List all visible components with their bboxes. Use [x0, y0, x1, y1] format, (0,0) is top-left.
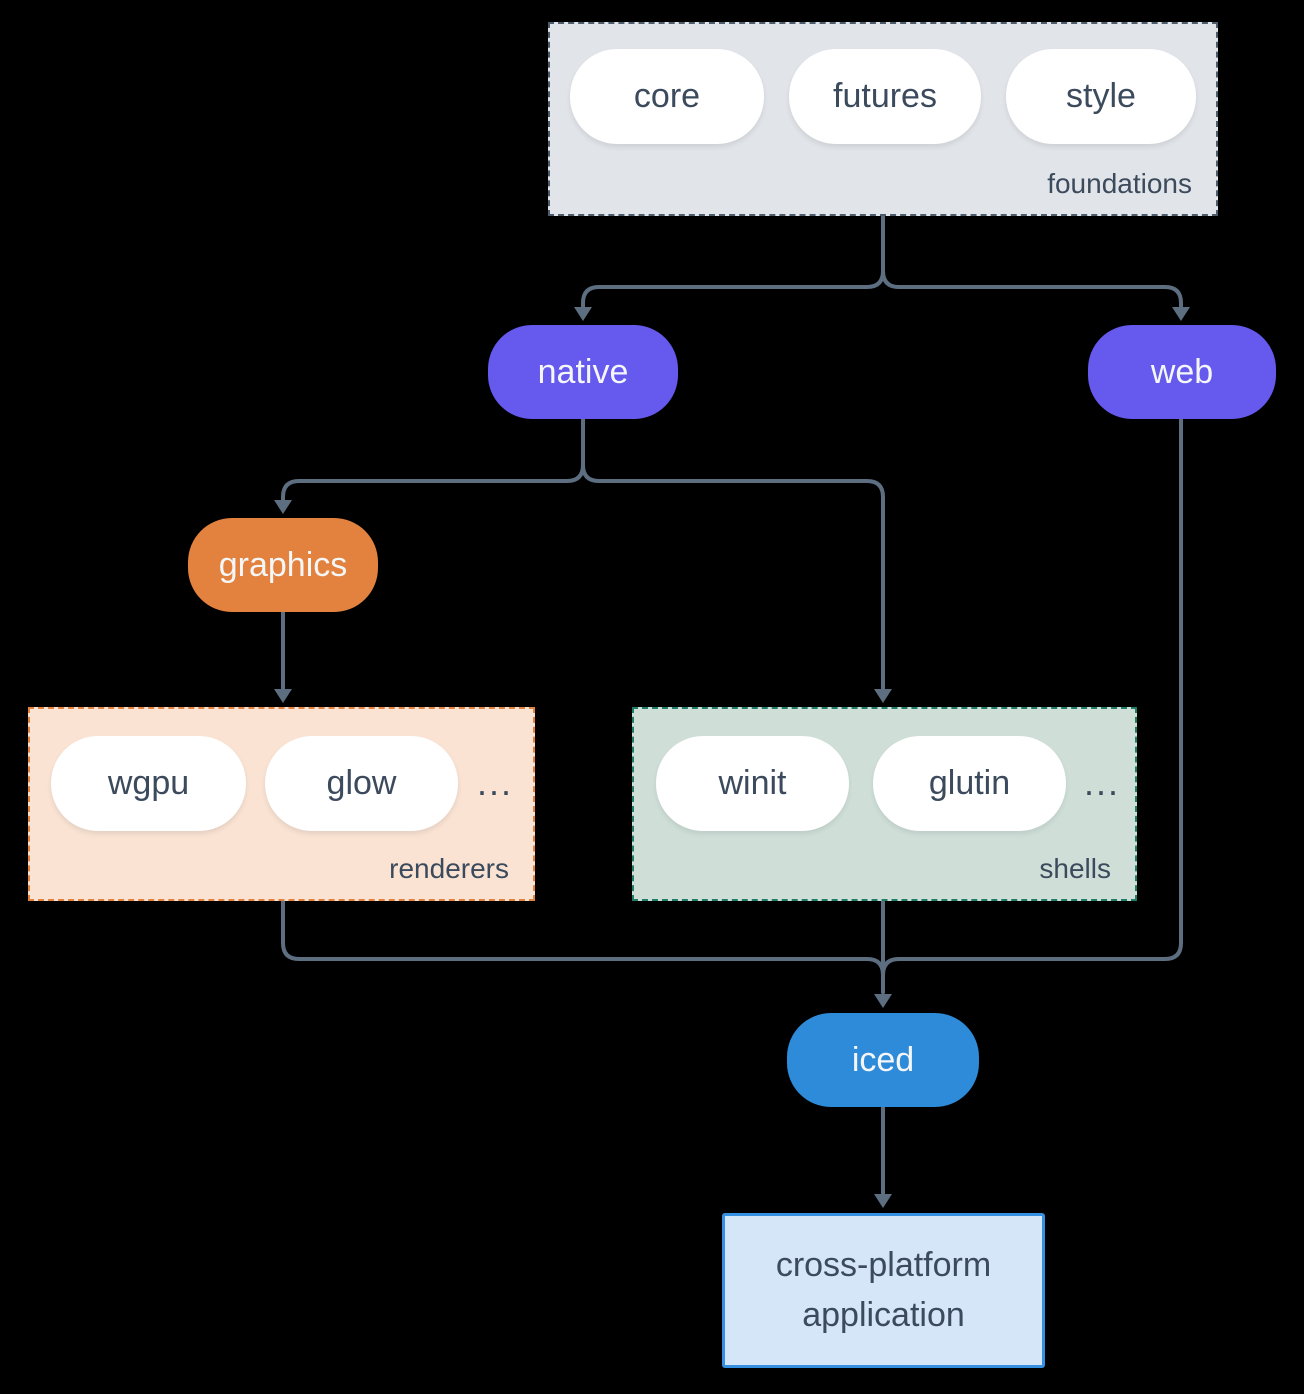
node-glutin: glutin	[873, 736, 1066, 831]
node-futures: futures	[789, 49, 981, 144]
node-web-label: web	[1150, 352, 1214, 391]
arrowhead-iced	[874, 994, 892, 1008]
node-graphics-label: graphics	[218, 545, 348, 584]
node-iced-label: iced	[851, 1040, 915, 1079]
node-wgpu: wgpu	[51, 736, 246, 831]
renderers-ellipsis: ...	[477, 762, 514, 803]
node-glow-label: glow	[326, 764, 397, 802]
edge-renderers-iced	[281, 899, 885, 994]
node-core: core	[570, 49, 764, 144]
group-foundations: core futures style foundations	[548, 22, 1218, 216]
edge-foundations-web	[881, 215, 1183, 309]
arrowhead-web	[1172, 307, 1190, 321]
node-style: style	[1006, 49, 1196, 144]
node-style-label: style	[1066, 77, 1136, 115]
node-graphics: graphics	[188, 518, 378, 612]
node-glutin-label: glutin	[928, 764, 1011, 802]
group-renderers: wgpu glow ... renderers	[28, 707, 535, 901]
node-glow: glow	[265, 736, 458, 831]
node-futures-label: futures	[833, 77, 937, 115]
shells-ellipsis: ...	[1084, 762, 1121, 803]
node-web: web	[1088, 325, 1276, 419]
edge-foundations-native	[581, 215, 885, 309]
arrowhead-renderers	[274, 689, 292, 703]
node-winit: winit	[656, 736, 849, 831]
group-renderers-label: renderers	[389, 853, 509, 884]
node-application: cross-platform application	[722, 1213, 1045, 1368]
group-shells-label: shells	[1039, 853, 1111, 884]
node-core-label: core	[633, 77, 701, 115]
arrowhead-graphics	[274, 500, 292, 514]
edge-web-iced	[881, 417, 1183, 994]
group-shells: winit glutin ... shells	[632, 707, 1137, 901]
node-iced: iced	[787, 1013, 979, 1107]
arrowhead-native	[574, 307, 592, 321]
node-winit-label: winit	[718, 764, 787, 802]
node-application-label: cross-platform application	[775, 1246, 992, 1334]
edge-native-shells	[581, 417, 885, 691]
node-wgpu-label: wgpu	[107, 764, 190, 802]
group-foundations-label: foundations	[1047, 168, 1192, 199]
edge-native-graphics	[281, 417, 585, 502]
arrowhead-application	[874, 1194, 892, 1208]
node-native: native	[488, 325, 678, 419]
node-native-label: native	[537, 352, 629, 391]
arrowhead-shells	[874, 689, 892, 703]
